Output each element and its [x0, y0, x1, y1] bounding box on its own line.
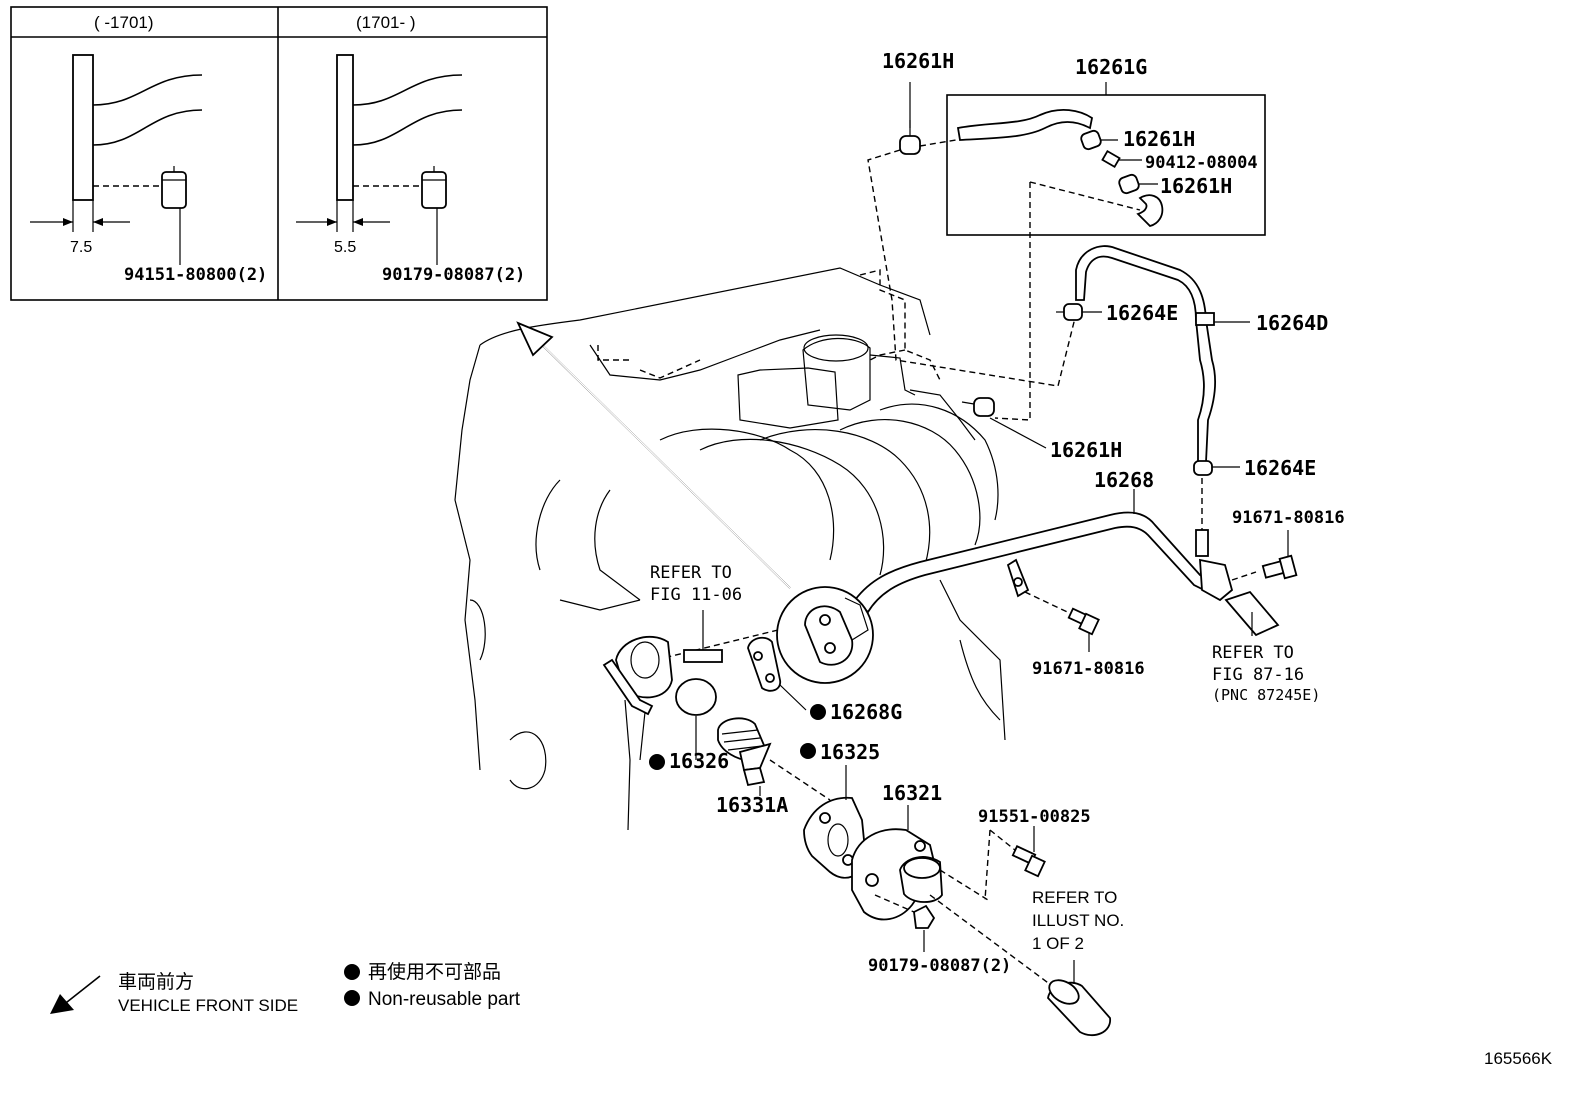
hose-kit-box [946, 82, 1266, 236]
bolt-icon [1101, 149, 1121, 169]
non-reusable-marker-icon [800, 743, 816, 759]
inset-right-header: (1701- ) [356, 13, 416, 32]
vehicle-front-arrow-icon [50, 975, 101, 1014]
diagram-id: 165566K [1484, 1049, 1553, 1068]
reference-note: REFER TO [1212, 643, 1294, 663]
part-label: 16261G [1075, 55, 1147, 79]
gasket-icon [803, 796, 867, 879]
hose-clamp-icon [1080, 129, 1102, 151]
non-reusable-marker-icon [344, 964, 360, 980]
bolt-icon [1261, 554, 1298, 580]
hose-clamp-icon [1118, 173, 1140, 195]
part-label: 16261H [1123, 127, 1195, 151]
part-label: 16261H [1050, 438, 1122, 462]
bolt-icon [1011, 845, 1046, 878]
inset-left-dimension: 7.5 [70, 239, 92, 256]
reference-note: REFER TO [650, 563, 732, 583]
part-label: 90412-08004 [1145, 153, 1258, 173]
part-label: 16326 [669, 749, 729, 773]
flange-nut-icon [913, 904, 936, 929]
part-label: 91551-00825 [978, 807, 1091, 827]
reference-note: FIG 87-16 [1212, 665, 1304, 685]
reference-note: 1 OF 2 [1032, 934, 1084, 953]
part-label: 16331A [716, 793, 788, 817]
part-label: 16264E [1106, 301, 1178, 325]
non-reusable-marker-icon [810, 704, 826, 720]
engine-outline [454, 267, 1006, 790]
inset-panel: ( -1701) 7.5 94151-80800(2) (1701- ) [10, 6, 548, 301]
part-label: 90179-08087(2) [868, 956, 1011, 976]
legend: 車両前方 VEHICLE FRONT SIDE 再使用不可部品 Non-reus… [50, 961, 521, 1015]
legend-nonreuse-en: Non-reusable part [368, 989, 521, 1010]
legend-front-jp: 車両前方 [118, 971, 194, 993]
legend-nonreuse-jp: 再使用不可部品 [368, 961, 501, 983]
flange-nut-icon [421, 166, 447, 209]
part-label: 16264E [1244, 456, 1316, 480]
direction-arrow-icon [516, 321, 791, 589]
flange-nut-icon [161, 166, 187, 209]
reference-note: REFER TO [1032, 888, 1117, 907]
legend-front-en: VEHICLE FRONT SIDE [118, 996, 298, 1015]
hose-clamp-icon [1056, 303, 1083, 321]
hose-clamp-icon [961, 397, 995, 417]
part-label: 16264D [1256, 311, 1328, 335]
magnified-detail [776, 586, 874, 684]
bolt-icon [1067, 607, 1100, 636]
part-label: 16325 [820, 740, 880, 764]
part-label: 16261H [1160, 174, 1232, 198]
non-reusable-marker-icon [344, 990, 360, 1006]
inset-right-dimension: 5.5 [334, 239, 356, 256]
part-label: 91671-80816 [1032, 659, 1145, 679]
radiator-hose-icon [1047, 979, 1111, 1037]
inset-right-part-number: 90179-08087(2) [382, 265, 525, 285]
reference-note: ILLUST NO. [1032, 911, 1124, 930]
part-label: 91671-80816 [1232, 508, 1345, 528]
part-label: 16268 [1094, 468, 1154, 492]
reference-note: FIG 11-06 [650, 585, 742, 605]
reference-note: (PNC 87245E) [1212, 686, 1320, 704]
part-label: 16321 [882, 781, 942, 805]
water-inlet-housing-icon [851, 828, 943, 921]
gasket-icon [747, 636, 782, 692]
part-label: 16261H [882, 49, 954, 73]
thermostat-icon [717, 717, 772, 787]
water-bypass-pipe [853, 489, 1280, 637]
hose-clamp-icon [1193, 460, 1213, 476]
non-reusable-marker-icon [649, 754, 665, 770]
inset-left-part-number: 94151-80800(2) [124, 265, 267, 285]
inset-left-header: ( -1701) [94, 13, 154, 32]
part-label: 16268G [830, 700, 902, 724]
o-ring-icon [675, 678, 717, 716]
stud-bolt-icon [683, 649, 723, 663]
